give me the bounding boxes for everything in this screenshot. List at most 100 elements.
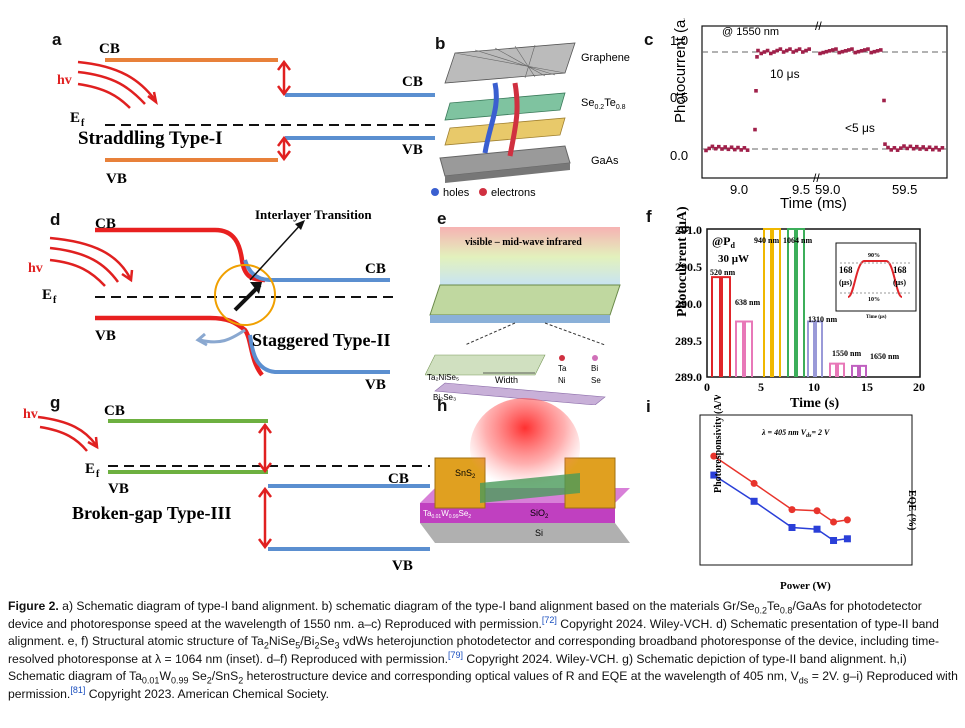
arrow-cb (277, 59, 291, 97)
laser-spot (470, 398, 580, 498)
data-point (821, 50, 825, 55)
data-point (875, 49, 880, 53)
data-point (863, 48, 867, 52)
ef-sub: f (53, 295, 57, 306)
electrons-legend: electrons (491, 187, 536, 199)
data-point (729, 145, 734, 150)
series-group (710, 452, 851, 545)
panel-letter-b: b (435, 34, 446, 53)
sio2-label: SiO2 (530, 508, 549, 520)
data-point (762, 50, 767, 54)
data-point (713, 146, 718, 151)
series-pulse (744, 320, 753, 377)
plot-frame (701, 25, 948, 179)
panel-letter-g: g (50, 393, 61, 412)
panel-a: CB VB CB VB hv E f Straddling Type-I a (0, 0, 440, 200)
xtick-2: 10 (808, 380, 820, 394)
data-point (750, 497, 758, 505)
data-point (765, 48, 770, 53)
x-axis-label: Time (ms) (780, 195, 847, 212)
data-point (837, 50, 841, 55)
svg-text://: // (815, 19, 822, 33)
data-point (937, 148, 941, 152)
inset-pulse (847, 260, 903, 298)
data-point (824, 49, 829, 54)
wl-1064: 1064 nm (783, 236, 812, 245)
ytick-0: 289.0 (675, 370, 702, 384)
series-pulse (829, 362, 837, 377)
annotation: λ = 405 nm Vds= 2 V (761, 428, 830, 439)
hole-arrow (199, 328, 246, 344)
data-point (895, 148, 900, 152)
type2-title: Staggered Type-II (252, 330, 391, 350)
data-point (931, 147, 935, 152)
data-point (759, 51, 763, 56)
data-point (866, 47, 870, 51)
ef-sub: f (96, 469, 100, 480)
heterojunction-atomic-structure: visible – mid-wave infrared Ta₂NiSe₅ Bi₂… (424, 227, 621, 406)
ref-72-link[interactable]: [72] (541, 614, 557, 625)
data-point (778, 47, 783, 51)
legend-bi: Bi (591, 364, 598, 373)
sete-layers (444, 92, 566, 146)
xtick-1: 9.5 (792, 182, 810, 197)
data-point (704, 148, 708, 153)
chart-responsivity-eqe: Photoresponsivity (A/W) EQE (%) Power (W… (699, 387, 917, 592)
chart-broadband-photoresponse: Photocurrent (μA) Time (s) 289.0 289.5 2… (675, 206, 925, 411)
xtick-3: 15 (861, 380, 873, 394)
ytick-1: 289.5 (675, 334, 702, 348)
data-point (843, 49, 848, 53)
panel-i: Photoresponsivity (A/W) EQE (%) Power (W… (640, 387, 960, 595)
xtick-0: 9.0 (730, 182, 748, 197)
data-point (934, 145, 938, 150)
data-point (769, 51, 773, 56)
panel-letter-h: h (437, 396, 448, 415)
ta2nise5-label: Ta₂NiSe₅ (427, 373, 459, 382)
ytick-4: 291.0 (675, 223, 702, 237)
data-point (754, 89, 758, 93)
data-point (742, 146, 747, 150)
ref-81-link[interactable]: [81] (70, 684, 86, 695)
inset-rise-unit: (μs) (839, 278, 852, 287)
vb-right-label: VB (365, 377, 386, 393)
data-point (856, 49, 861, 54)
hv-label: hv (28, 261, 43, 276)
ef-sub: f (81, 118, 85, 129)
data-point (899, 146, 903, 150)
data-point (886, 145, 890, 150)
power-value: 30 μW (718, 253, 749, 265)
data-point (739, 148, 743, 152)
data-point (797, 47, 802, 51)
data-point (847, 48, 851, 52)
data-point (707, 146, 711, 151)
wl-1650: 1650 nm (870, 352, 899, 361)
data-point (918, 147, 922, 151)
ytick-3: 290.5 (675, 260, 702, 274)
data-point (813, 507, 821, 515)
wl-520: 520 nm (710, 268, 735, 277)
series-pulse (721, 276, 731, 377)
wl-1550: 1550 nm (832, 349, 861, 358)
electrons-legend-icon (479, 188, 487, 196)
ref-79-link[interactable]: [79] (448, 649, 464, 660)
data-point (791, 50, 795, 54)
panel-f: Photocurrent (μA) Time (s) 289.0 289.5 2… (640, 205, 960, 415)
panel-b: Graphene Se0.2Te0.8 GaAs holes electrons… (425, 28, 645, 203)
data-point (869, 50, 873, 55)
data-point (827, 49, 832, 53)
data-point (853, 50, 857, 55)
light-arrows (49, 236, 134, 287)
data-point (775, 48, 779, 53)
data-point (788, 524, 796, 531)
xtick-4: 20 (913, 380, 925, 394)
data-point (745, 148, 750, 152)
legend-ni: Ni (558, 376, 566, 385)
x-axis-label: Time (s) (790, 396, 839, 411)
data-point (927, 145, 932, 150)
fall-time: <5 μs (845, 121, 875, 135)
data-point (830, 537, 838, 545)
data-point (807, 47, 811, 51)
data-point (872, 49, 877, 54)
figure-number: Figure 2. (8, 599, 59, 613)
vb-left-line (95, 315, 264, 377)
